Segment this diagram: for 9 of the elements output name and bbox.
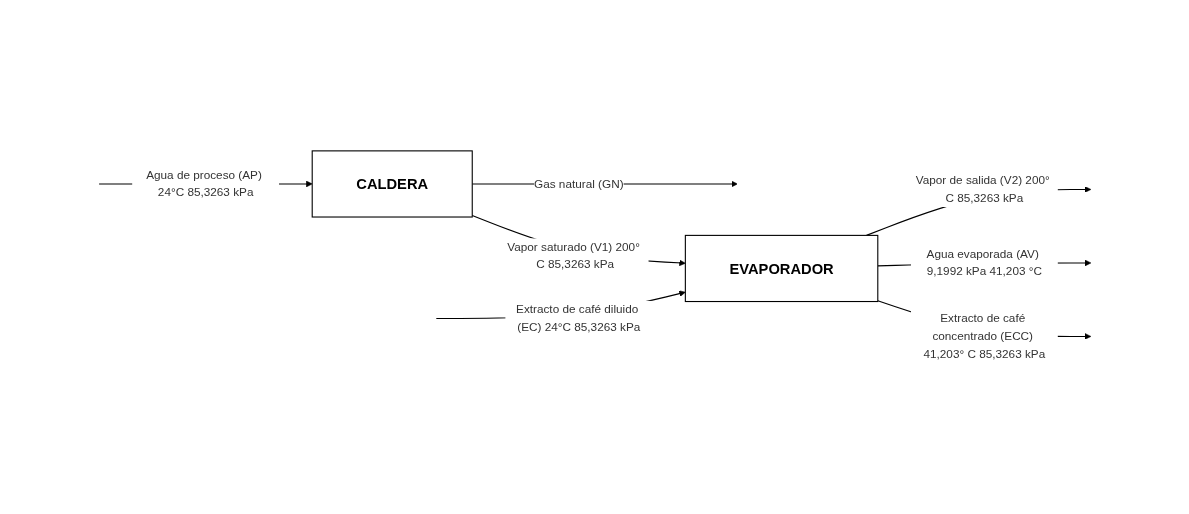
node-box: CALDERA <box>311 150 473 218</box>
edge-label: Extracto de café diluido (EC) 24°C 85,3263 kPa <box>515 303 640 334</box>
edge-label: Vapor saturado (V1) 200° C 85,3263 kPa <box>506 240 640 271</box>
edge-label: Agua evaporada (AV) 9,1992 kPa 41,203 °C <box>926 247 1042 278</box>
node-box: EVAPORADOR <box>684 234 878 303</box>
edge-label: Gas natural (GN) <box>533 177 624 190</box>
edge-label: Extracto de café concentrado (ECC) 41,203° C 85,3263 kPa <box>922 312 1045 361</box>
edge-label: Agua de proceso (AP) 24°C 85,3263 kPa <box>145 168 262 199</box>
edge-label: Vapor de salida (V2) 200° C 85,3263 kPa <box>915 174 1050 205</box>
